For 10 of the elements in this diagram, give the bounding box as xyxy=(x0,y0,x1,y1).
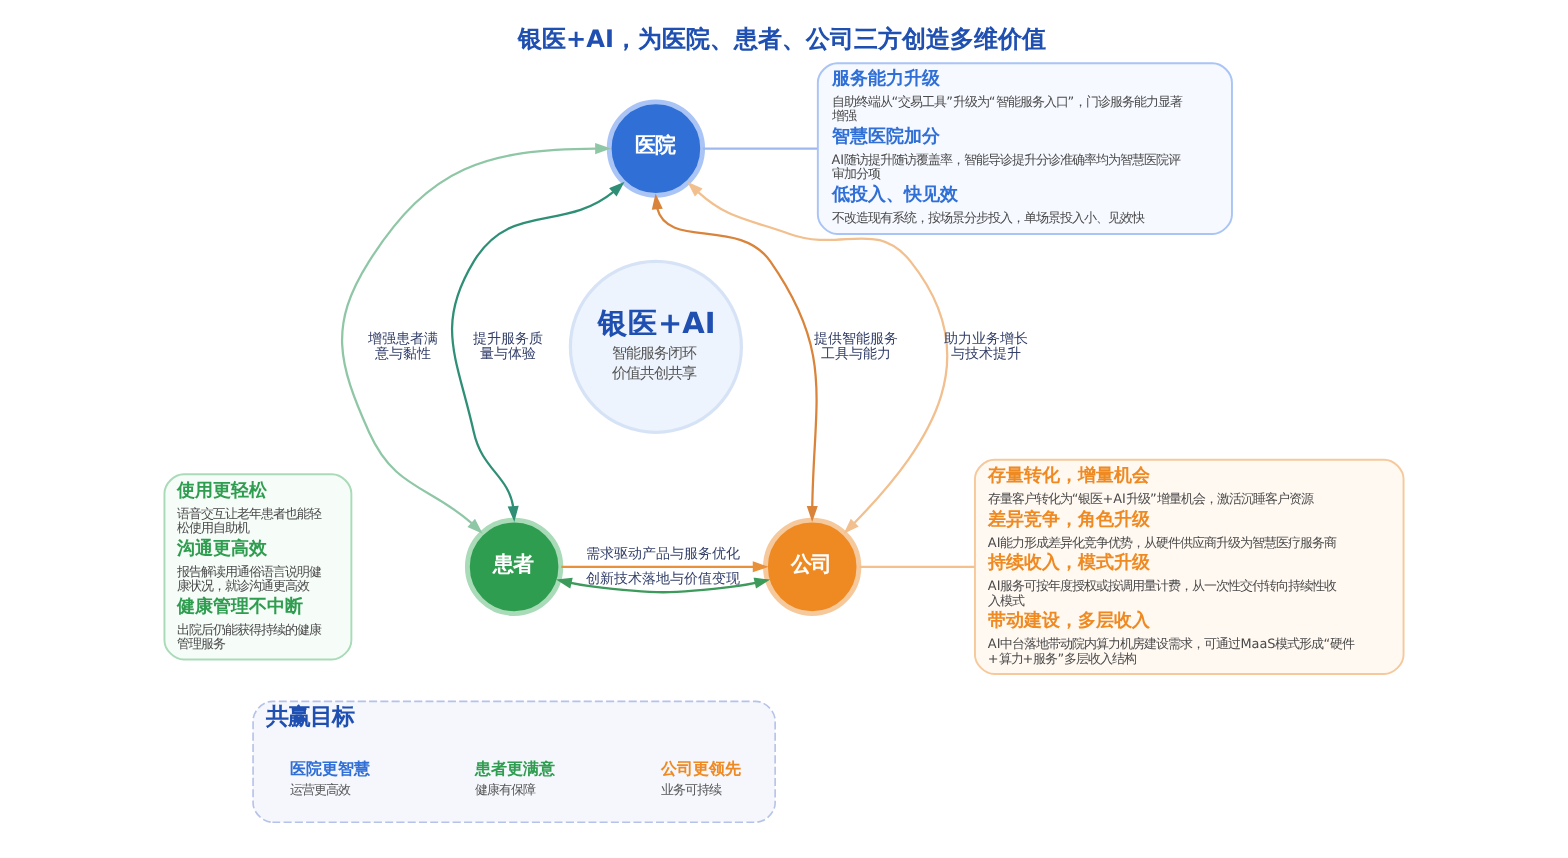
node-circle: 银医+AI 智能服务闭环 价值共创共享 xyxy=(568,259,743,434)
arrow xyxy=(451,181,625,522)
arrow xyxy=(556,577,771,594)
connector xyxy=(859,565,975,568)
diagram-title: 银医+AI，为医院、患者、公司三方创造多维价值 xyxy=(518,25,1047,54)
arrow xyxy=(687,181,949,534)
arrow xyxy=(561,561,769,573)
arrow xyxy=(651,193,818,522)
connector xyxy=(702,147,818,150)
arrow xyxy=(341,143,611,534)
